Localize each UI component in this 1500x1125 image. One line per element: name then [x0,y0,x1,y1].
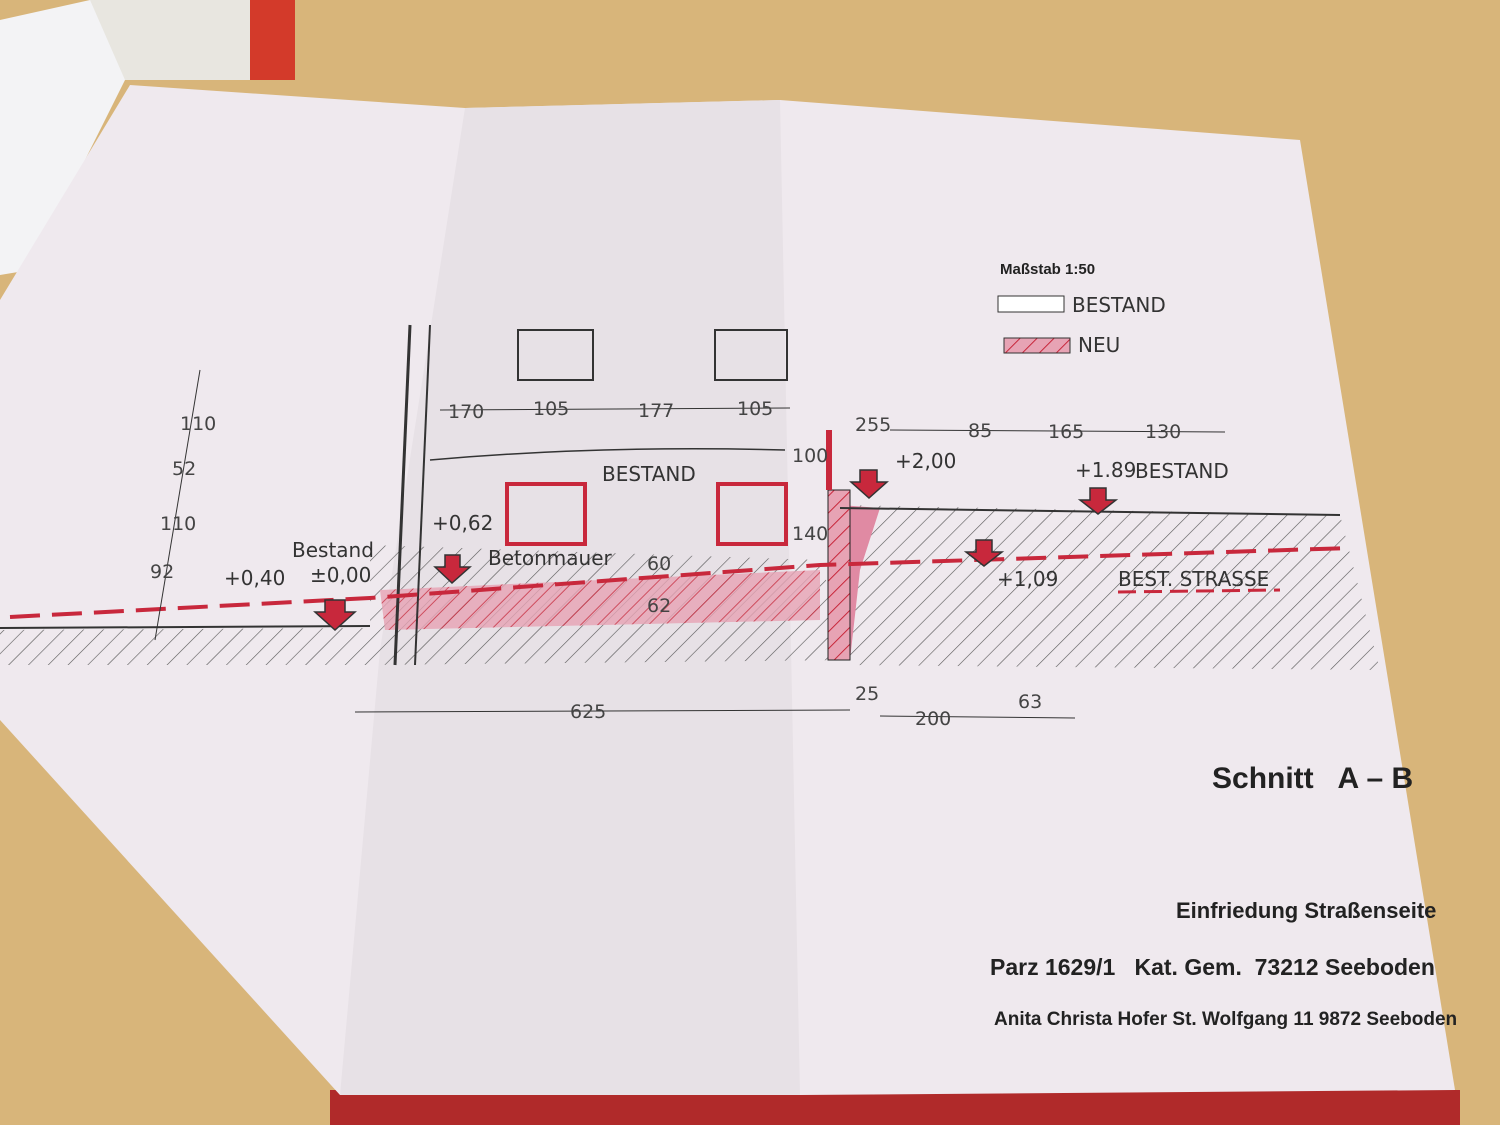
new-foundation [380,570,820,630]
dim-625: 625 [570,701,606,723]
dim-170: 170 [448,401,484,423]
envelope [0,0,125,275]
dim-25: 25 [855,683,879,705]
dim-line-top-right [889,429,1226,433]
legend-swatch-neu [1003,337,1071,354]
legend-label-neu: NEU [1078,333,1120,357]
bestand-line [429,448,786,461]
window-2 [714,329,788,381]
dim-line-bottom [354,709,851,713]
dim-105a: 105 [533,398,569,420]
house-wall [393,324,412,666]
level-zero: ±0,00 [310,563,371,587]
level-plus040: +0,40 [224,566,285,590]
dim-left-52: 52 [172,458,196,480]
window-1 [517,329,594,381]
label-bestand-right: BESTAND [1135,459,1229,483]
label-street: BEST. STRASSE [1118,567,1269,591]
level-plus062: +0,62 [432,511,493,535]
drawing-title: Schnitt A – B [1212,762,1413,795]
street-underline [1117,588,1281,594]
red-folder-bottom [330,1090,1460,1125]
red-folder [250,0,295,80]
dim-line-left [154,369,201,641]
parcel-info: Parz 1629/1 Kat. Gem. 73212 Seeboden [990,954,1435,980]
new-wall [827,489,851,661]
label-bestand-left: Bestand [292,538,374,562]
road-surface [839,507,1341,516]
dim-line-top-left [439,407,791,411]
ground-right [840,505,1380,670]
level-plus200: +2,00 [895,449,956,473]
ground-line [0,625,371,629]
drawing-subtitle: Einfriedung Straßenseite [1176,898,1436,923]
dim-63: 63 [1018,691,1042,713]
dim-200: 200 [915,708,951,730]
label-betonmauer: Betonmauer [488,546,612,570]
dim-left-110a: 110 [180,413,216,435]
level-plus189: +1.89 [1075,458,1136,482]
dim-105b: 105 [737,398,773,420]
owner-info: Anita Christa Hofer St. Wolfgang 11 9872… [994,1009,1457,1030]
house-wall-inner [414,324,431,666]
legend-swatch-bestand [997,295,1065,313]
label-bestand-center: BESTAND [602,462,696,486]
pillar-1 [505,482,587,546]
pillar-2 [716,482,788,546]
dim-177: 177 [638,400,674,422]
legend-label-bestand: BESTAND [1072,293,1166,317]
dim-100: 100 [792,445,828,467]
scale-label: Maßstab 1:50 [1000,261,1095,278]
dim-255: 255 [855,414,891,436]
dim-60: 60 [647,553,671,575]
fence-post [826,430,832,490]
dim-line-bottom-right [879,715,1076,719]
dim-left-110b: 110 [160,513,196,535]
level-arrows [313,469,1119,632]
datum-line [9,546,1351,619]
dim-85: 85 [968,420,992,442]
dim-130: 130 [1145,421,1181,443]
dim-62: 62 [647,595,671,617]
dim-140: 140 [792,523,828,545]
dim-left-92: 92 [150,561,174,583]
ground-left [0,628,370,665]
dim-165: 165 [1048,421,1084,443]
level-plus109: +1,09 [997,567,1058,591]
